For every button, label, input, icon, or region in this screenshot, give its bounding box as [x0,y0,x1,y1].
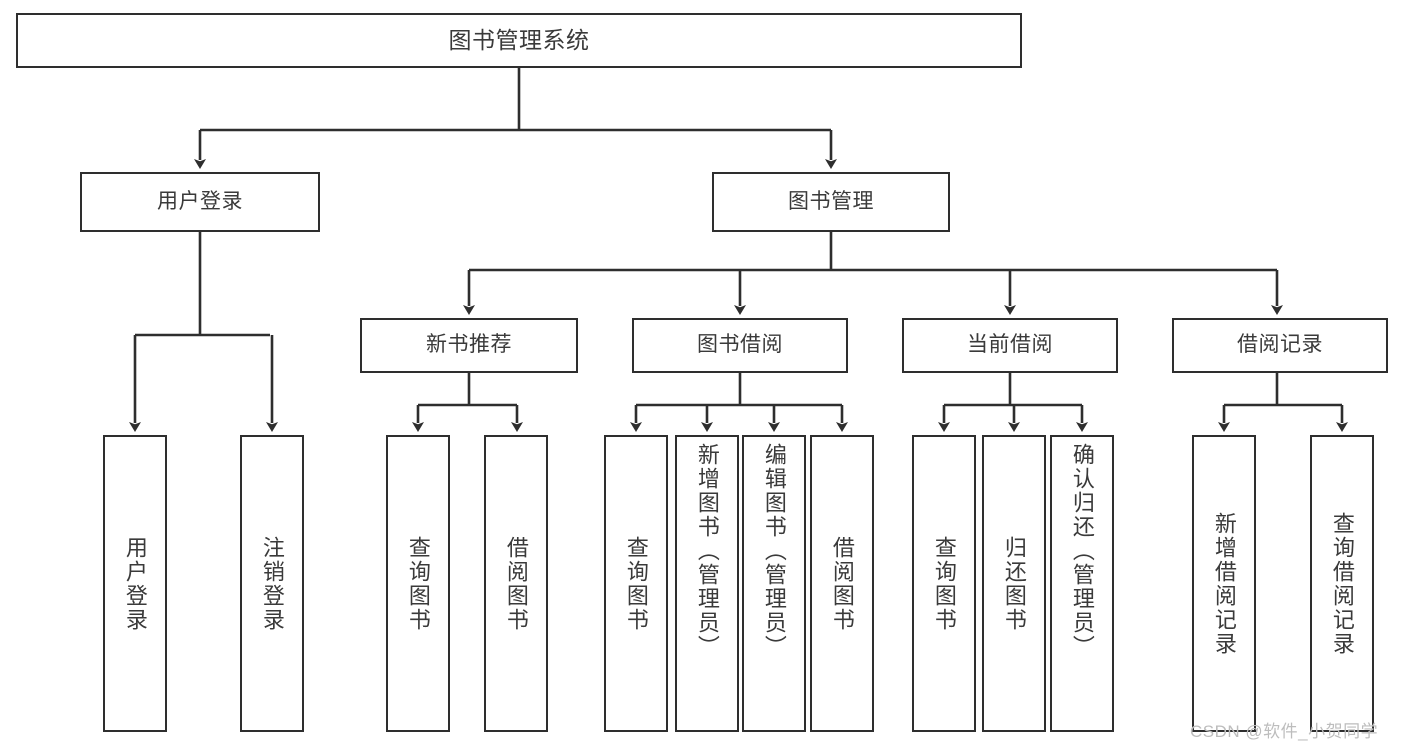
leaf-cur-return-book-label: 归还图书 [1001,535,1027,632]
node-borrow-record-label: 借阅记录 [1237,333,1323,357]
node-book-borrow-label: 图书借阅 [697,333,783,357]
leaf-rec-query-record[interactable]: 查询借阅记录 [1310,435,1374,732]
leaf-rec-add-record[interactable]: 新增借阅记录 [1192,435,1256,732]
node-book-manage-label: 图书管理 [788,189,874,213]
node-book-manage[interactable]: 图书管理 [712,172,950,232]
leaf-borrow-edit-book-label: 编辑图书（管理员） [761,443,787,659]
leaf-user-login[interactable]: 用户登录 [103,435,167,732]
node-user-login[interactable]: 用户登录 [80,172,320,232]
leaf-rec-query-book-label: 查询图书 [405,535,431,632]
node-current-borrow-label: 当前借阅 [967,333,1053,357]
leaf-borrow-lend-book-label: 借阅图书 [829,535,855,632]
leaf-borrow-query-book-label: 查询图书 [623,535,649,632]
leaf-borrow-query-book[interactable]: 查询图书 [604,435,668,732]
watermark-text: CSDN @软件_小贺同学 [1190,722,1379,741]
leaf-borrow-lend-book[interactable]: 借阅图书 [810,435,874,732]
leaf-cur-confirm-return-label: 确认归还（管理员） [1069,443,1095,659]
leaf-user-login-label: 用户登录 [122,535,148,632]
leaf-rec-add-record-label: 新增借阅记录 [1211,511,1237,656]
leaf-rec-query-record-label: 查询借阅记录 [1329,511,1355,656]
leaf-cur-query-book[interactable]: 查询图书 [912,435,976,732]
node-book-borrow[interactable]: 图书借阅 [632,318,848,373]
leaf-borrow-edit-book[interactable]: 编辑图书（管理员） [742,435,806,732]
node-root-label: 图书管理系统 [448,26,590,53]
node-new-book-rec[interactable]: 新书推荐 [360,318,578,373]
leaf-cur-query-book-label: 查询图书 [931,535,957,632]
leaf-cur-confirm-return[interactable]: 确认归还（管理员） [1050,435,1114,732]
leaf-rec-query-book[interactable]: 查询图书 [386,435,450,732]
leaf-cur-return-book[interactable]: 归还图书 [982,435,1046,732]
node-new-book-rec-label: 新书推荐 [426,333,512,357]
leaf-borrow-add-book[interactable]: 新增图书（管理员） [675,435,739,732]
leaf-rec-borrow-book[interactable]: 借阅图书 [484,435,548,732]
leaf-user-logout-label: 注销登录 [259,535,285,632]
node-current-borrow[interactable]: 当前借阅 [902,318,1118,373]
leaf-rec-borrow-book-label: 借阅图书 [503,535,529,632]
leaf-user-logout[interactable]: 注销登录 [240,435,304,732]
node-user-login-label: 用户登录 [157,189,243,213]
node-borrow-record[interactable]: 借阅记录 [1172,318,1388,373]
node-root[interactable]: 图书管理系统 [16,13,1022,68]
leaf-borrow-add-book-label: 新增图书（管理员） [694,443,720,659]
